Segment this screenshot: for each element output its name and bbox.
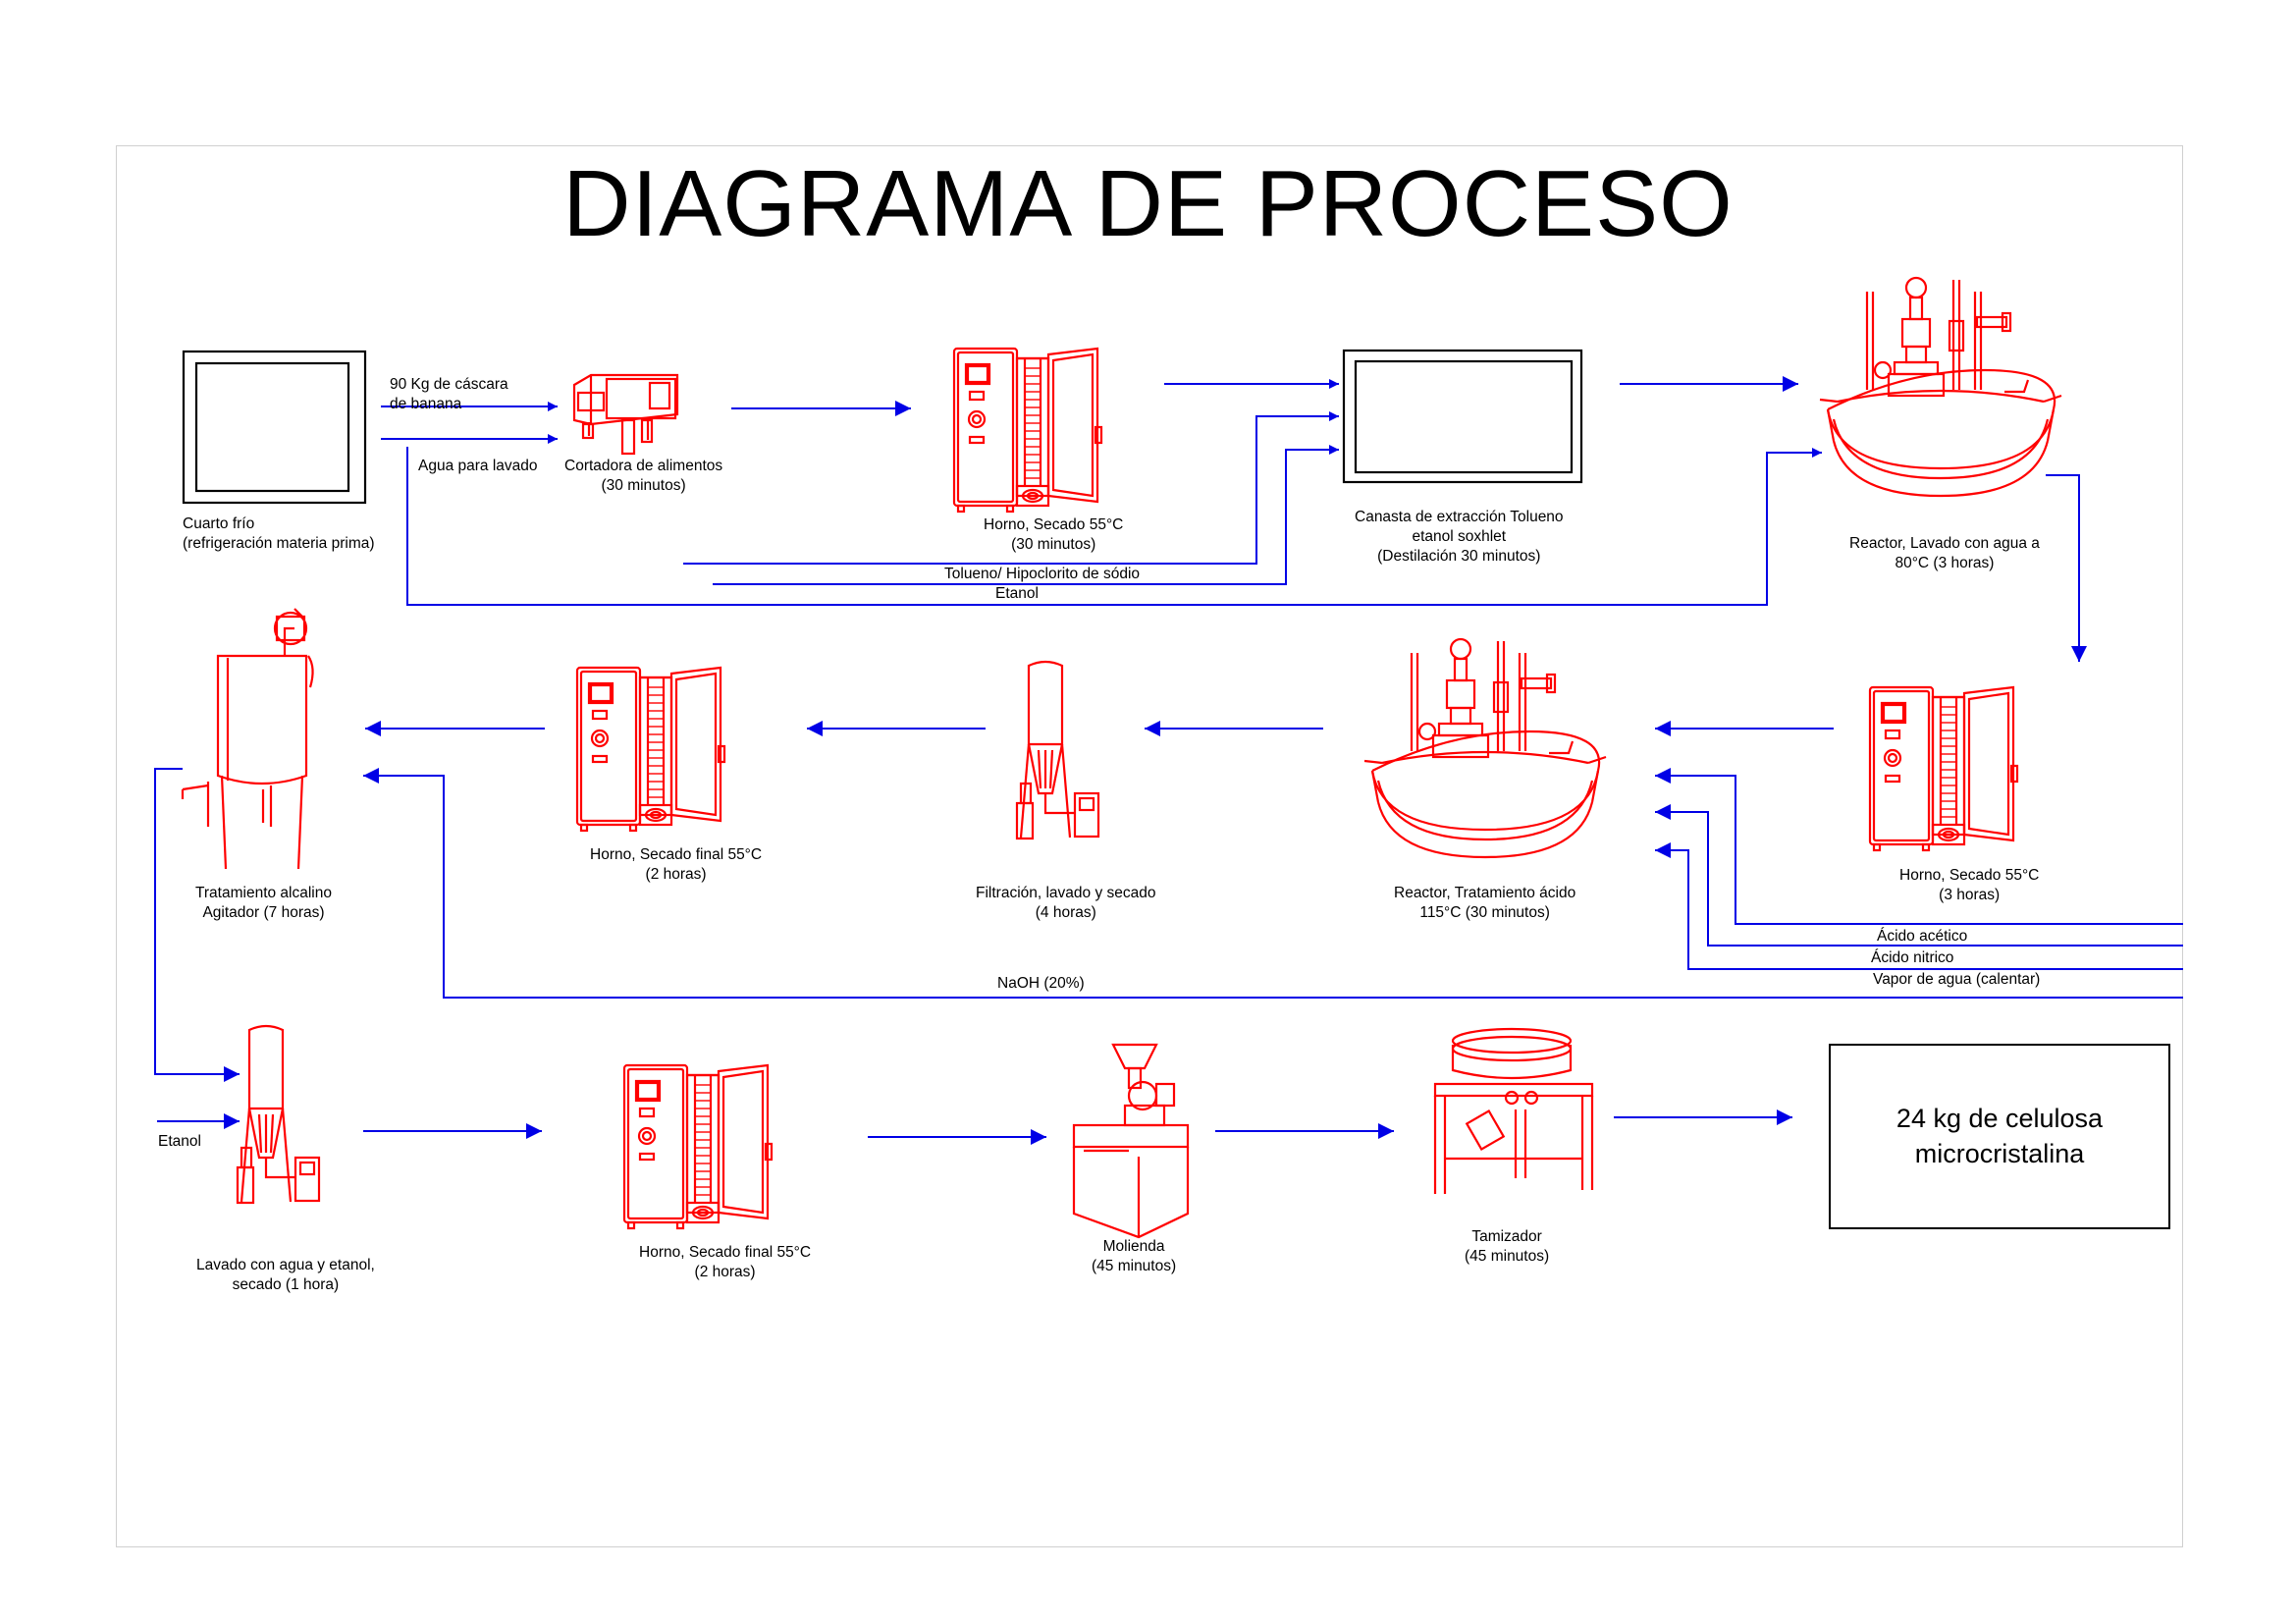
label-etanol-2: Etanol bbox=[158, 1133, 201, 1150]
label-vapor: Vapor de agua (calentar) bbox=[1873, 971, 2041, 988]
food-cutter-icon bbox=[572, 373, 679, 456]
label-tolueno: Tolueno/ Hipoclorito de sódio bbox=[944, 566, 1141, 582]
label-etanol-1: Etanol bbox=[995, 585, 1039, 602]
label-horno-4: Horno, Secado final 55°C(2 horas) bbox=[639, 1244, 812, 1281]
label-cortadora: Cortadora de alimentos(30 minutos) bbox=[564, 458, 723, 495]
label-cuarto: Cuarto frío(refrigeración materia prima) bbox=[183, 515, 375, 553]
cold-room-box bbox=[182, 350, 367, 505]
agitator-tank-icon bbox=[181, 608, 314, 870]
label-molienda: Molienda(45 minutos) bbox=[1092, 1238, 1177, 1275]
reactor-icon-2 bbox=[1362, 637, 1608, 859]
label-nitrico: Ácido nitrico bbox=[1871, 949, 1954, 966]
label-horno-2: Horno, Secado 55°C(3 horas) bbox=[1899, 867, 2040, 904]
oven-icon-3 bbox=[575, 666, 726, 833]
reactor-icon-1 bbox=[1818, 276, 2063, 498]
label-filtracion: Filtración, lavado y secado(4 horas) bbox=[976, 885, 1156, 922]
filter-dryer-icon-1 bbox=[1015, 660, 1100, 840]
oven-icon-4 bbox=[622, 1063, 774, 1230]
page-title: DIAGRAMA DE PROCESO bbox=[562, 151, 1734, 256]
result-line-2: microcristalina bbox=[1914, 1138, 2085, 1168]
label-horno-1: Horno, Secado 55°C(30 minutos) bbox=[984, 516, 1124, 554]
oven-icon-2 bbox=[1868, 685, 2019, 852]
oven-icon-1 bbox=[952, 347, 1103, 514]
label-naoh: NaOH (20%) bbox=[997, 975, 1085, 992]
filter-dryer-icon-2 bbox=[236, 1024, 321, 1205]
label-agua: Agua para lavado bbox=[418, 458, 538, 474]
soxhlet-basket-box bbox=[1342, 349, 1583, 484]
result-line-1: 24 kg de celulosa bbox=[1896, 1104, 2104, 1134]
result-box: 24 kg de celulosa microcristalina bbox=[1829, 1044, 2170, 1229]
label-tamizador: Tamizador(45 minutos) bbox=[1465, 1228, 1550, 1266]
label-lavado: Lavado con agua y etanol,secado (1 hora) bbox=[196, 1257, 375, 1294]
label-horno-3: Horno, Secado final 55°C(2 horas) bbox=[590, 846, 763, 884]
flow-lines bbox=[154, 376, 2183, 1145]
sieve-shaker-icon bbox=[1433, 1027, 1594, 1194]
label-acetico: Ácido acético bbox=[1877, 928, 1968, 945]
drawing-frame bbox=[116, 145, 2183, 1547]
grinder-icon bbox=[1072, 1043, 1190, 1239]
